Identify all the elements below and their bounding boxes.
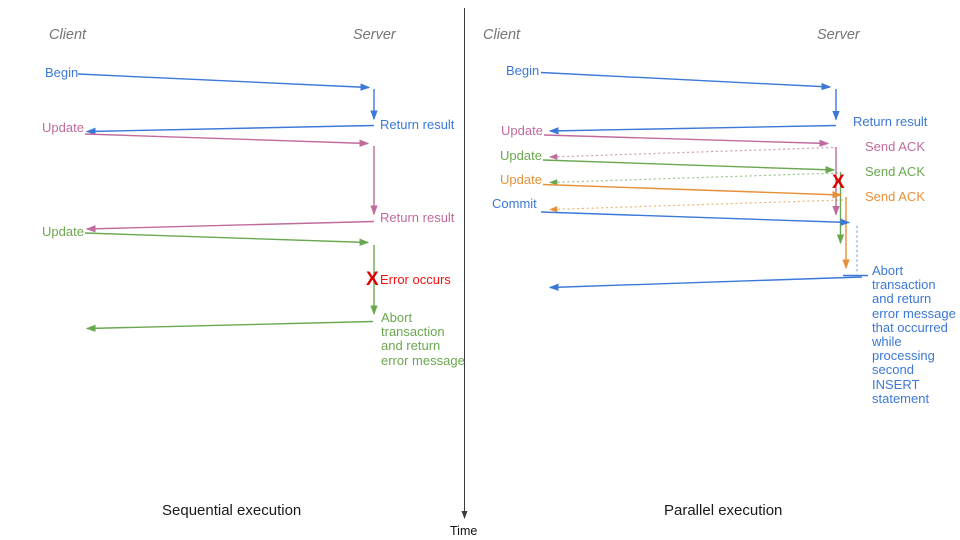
left-caption: Sequential execution	[162, 502, 302, 519]
right-ack-2-dashed-arrow	[548, 172, 839, 186]
right-update-1-request-arrow	[543, 134, 830, 147]
right-update-3-label: Update	[500, 172, 542, 187]
left-update-2-request-arrow	[84, 232, 370, 246]
left-return-result-2-arrow	[85, 220, 375, 233]
right-abort-line: error message	[872, 305, 956, 321]
right-server-header: Server	[817, 27, 860, 43]
left-abort-line: Abort	[381, 310, 413, 325]
right-begin-label: Begin	[506, 63, 540, 78]
left-return-result-2-label: Return result	[380, 210, 455, 225]
left-abort-message: Abort transaction and return error messa…	[381, 310, 465, 368]
right-abort-line: processing	[872, 348, 935, 364]
left-abort-line: and return	[381, 338, 441, 354]
left-update-request-arrow	[84, 133, 370, 147]
left-abort-return-arrow	[85, 320, 374, 332]
right-update-1-label: Update	[501, 123, 543, 138]
left-update-2-label: Update	[42, 224, 84, 239]
left-error-occurs-label: Error occurs	[380, 272, 451, 287]
left-client-header: Client	[49, 27, 87, 43]
left-begin-label: Begin	[45, 65, 79, 80]
right-update-2-label: Update	[500, 148, 542, 163]
right-abort-line: and return	[872, 291, 932, 307]
right-abort-message: Abort transaction and return error messa…	[872, 263, 956, 406]
right-send-ack-1-label: Send ACK	[865, 139, 925, 154]
right-return-result-arrow	[548, 124, 837, 135]
right-abort-line: second	[872, 362, 914, 378]
right-client-header: Client	[483, 27, 521, 43]
right-abort-line: while	[872, 334, 902, 350]
left-abort-line: error message	[381, 352, 465, 368]
right-abort-line: that occurred	[872, 319, 948, 335]
right-abort-line: statement	[872, 390, 930, 406]
right-commit-label: Commit	[492, 196, 537, 211]
right-return-result-label: Return result	[853, 114, 928, 129]
right-abort-return-arrow	[548, 276, 863, 291]
right-commit-request-arrow	[540, 211, 851, 226]
right-ack-1-dashed-arrow	[548, 146, 834, 160]
left-server-header: Server	[353, 27, 396, 43]
right-abort-line: transaction	[872, 277, 936, 293]
right-begin-request-arrow	[540, 71, 832, 91]
right-caption: Parallel execution	[664, 502, 783, 519]
right-send-ack-3-label: Send ACK	[865, 189, 925, 204]
right-send-ack-2-label: Send ACK	[865, 164, 925, 179]
right-update-2-request-arrow	[542, 159, 836, 174]
right-abort-line: Abort	[872, 263, 904, 278]
right-error-x-icon: X	[832, 172, 845, 193]
left-return-result-1-label: Return result	[380, 117, 455, 132]
right-ack-3-dashed-arrow	[548, 199, 844, 213]
right-abort-line: INSERT	[872, 376, 920, 392]
time-axis-label: Time	[450, 524, 478, 538]
left-return-result-1-arrow	[85, 124, 375, 135]
right-diagram-arrows	[540, 71, 868, 291]
left-update-1-label: Update	[42, 120, 84, 135]
left-diagram-arrows	[77, 73, 378, 332]
left-error-x-icon: X	[366, 269, 379, 290]
left-abort-line: transaction	[381, 324, 445, 340]
right-update-3-request-arrow	[542, 183, 843, 199]
left-begin-request-arrow	[77, 73, 371, 91]
